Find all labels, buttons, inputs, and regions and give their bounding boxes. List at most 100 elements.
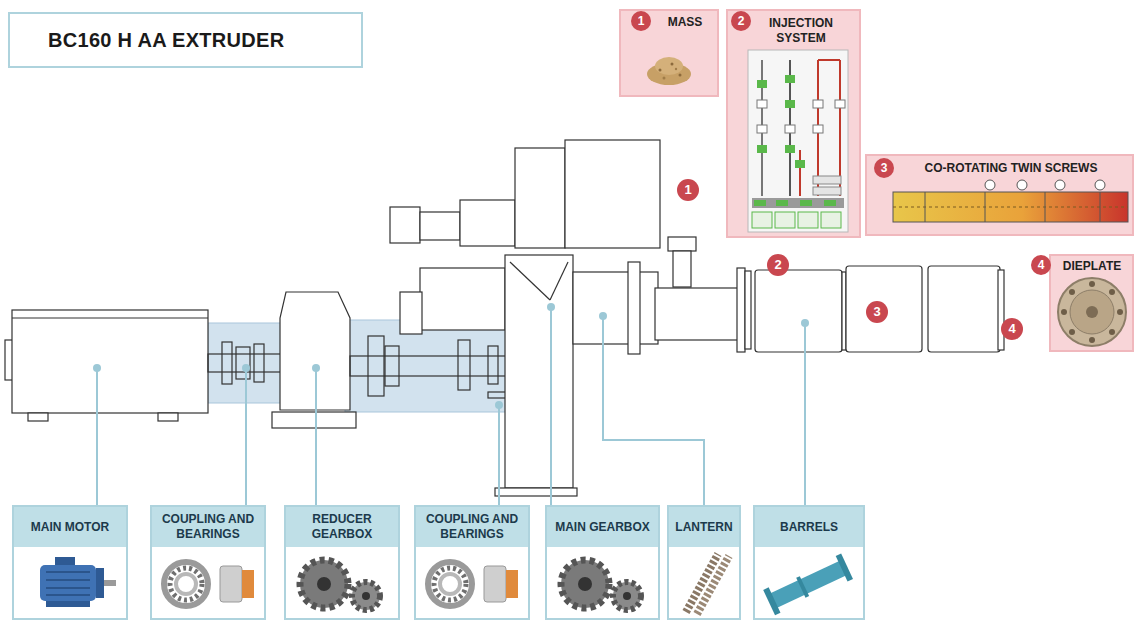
part-box: COUPLING AND BEARINGS xyxy=(150,505,266,620)
gear-icon xyxy=(300,560,348,608)
callout-marker: 2 xyxy=(767,254,789,276)
bearing-icon xyxy=(506,570,518,598)
callout-number: 4 xyxy=(1001,318,1023,340)
injection-screen xyxy=(813,176,841,184)
dieplate-image xyxy=(1058,278,1126,346)
bearing-icon xyxy=(428,562,518,606)
extruder-drawing xyxy=(737,268,745,352)
panel-heading: INJECTION SYSTEM xyxy=(755,16,847,46)
leader-line xyxy=(603,316,704,505)
part-label: COUPLING AND BEARINGS xyxy=(152,507,264,547)
extruder-drawing xyxy=(573,272,658,344)
motor-icon xyxy=(96,568,104,598)
callout-panel xyxy=(866,155,1133,235)
injection-screen xyxy=(757,100,767,108)
motor-icon xyxy=(46,587,90,589)
mass-image xyxy=(663,77,666,80)
extruder-drawing xyxy=(998,270,1004,350)
extruder-drawing xyxy=(28,413,48,421)
injection-screen xyxy=(785,75,795,83)
extruder-drawing xyxy=(515,148,565,248)
dieplate-image xyxy=(1117,309,1123,315)
gear-icon xyxy=(561,560,609,608)
leader-line xyxy=(97,307,805,505)
extruder-drawing xyxy=(495,488,577,496)
mass-image xyxy=(671,63,674,66)
panel-heading: CO-ROTATING TWIN SCREWS xyxy=(896,161,1126,176)
bearing-icon xyxy=(220,566,242,602)
part-box: LANTERN xyxy=(667,505,741,620)
injection-screen xyxy=(775,212,795,228)
panel-heading: DIEPLATE xyxy=(1054,259,1130,274)
twin-screw-image xyxy=(893,192,1128,222)
callout-number: 1 xyxy=(677,179,699,201)
bearing-icon xyxy=(164,562,208,606)
injection-screen xyxy=(776,200,788,206)
gear-icon xyxy=(352,582,380,610)
callout-marker: 4 xyxy=(1001,318,1023,340)
extruder-drawing xyxy=(390,207,420,243)
injection-screen xyxy=(800,200,812,206)
extruder-drawing xyxy=(510,262,550,300)
callout-panel xyxy=(727,10,860,237)
diagram-title: BC160 H AA EXTRUDER xyxy=(10,29,284,52)
gear-icon xyxy=(300,560,380,610)
extruder-drawing xyxy=(420,212,460,240)
part-box: MAIN GEARBOX xyxy=(545,505,660,620)
mass-image xyxy=(659,69,662,72)
callout-panel xyxy=(620,10,1133,351)
barrel-icon xyxy=(763,587,780,615)
extruder-drawing xyxy=(488,346,498,384)
mass-image xyxy=(655,57,683,75)
callout-panel: CO-ROTATING TWIN SCREWS xyxy=(866,155,1133,235)
extruder-drawing xyxy=(5,140,1004,496)
part-label: REDUCER GEARBOX xyxy=(286,507,398,547)
injection-screen xyxy=(824,200,836,206)
part-label: MAIN GEARBOX xyxy=(547,507,658,547)
dieplate-image xyxy=(1089,281,1095,287)
twin-screw-image xyxy=(893,207,1128,208)
callout-marker: 4 xyxy=(1031,255,1051,275)
injection-screen xyxy=(748,50,848,232)
bearing-icon xyxy=(176,574,196,594)
mass-image xyxy=(679,74,682,77)
part-label: BARRELS xyxy=(755,507,863,547)
dieplate-image xyxy=(1089,337,1095,343)
extruder-drawing xyxy=(668,237,696,251)
extruder-drawing xyxy=(368,336,384,396)
injection-screen xyxy=(785,100,795,108)
barrel-icon xyxy=(763,554,853,616)
injection-screen xyxy=(748,50,848,232)
title-box: BC160 H AA EXTRUDER xyxy=(8,12,363,68)
injection-screen xyxy=(757,145,767,153)
extruder-drawing xyxy=(505,255,573,488)
dieplate-image xyxy=(1061,309,1067,315)
mass-image xyxy=(675,68,677,70)
dieplate-image xyxy=(1070,290,1114,334)
extruder-drawing xyxy=(755,270,842,352)
bearing-icon xyxy=(242,570,254,598)
extruder-drawing xyxy=(208,354,288,372)
injection-screen xyxy=(752,198,844,208)
twin-screw-image xyxy=(1045,192,1046,222)
twin-screw-image xyxy=(1017,180,1027,190)
injection-screen xyxy=(798,212,818,228)
screw-icon xyxy=(697,556,729,614)
injection-screen xyxy=(813,100,823,108)
gear-icon xyxy=(613,582,641,610)
injection-screen xyxy=(821,212,841,228)
injection-screen xyxy=(785,145,795,153)
part-box: MAIN MOTOR xyxy=(12,505,128,620)
motor-icon xyxy=(40,565,96,601)
extruder-drawing xyxy=(222,342,232,384)
extruder-drawing xyxy=(460,200,515,246)
injection-screen xyxy=(752,212,772,228)
motor-icon xyxy=(46,594,90,596)
extruder-drawing xyxy=(236,347,250,379)
extruder-drawing xyxy=(745,271,751,349)
leader-dot xyxy=(547,303,555,311)
gear-icon xyxy=(317,577,331,591)
twin-screw-image xyxy=(893,180,1128,222)
